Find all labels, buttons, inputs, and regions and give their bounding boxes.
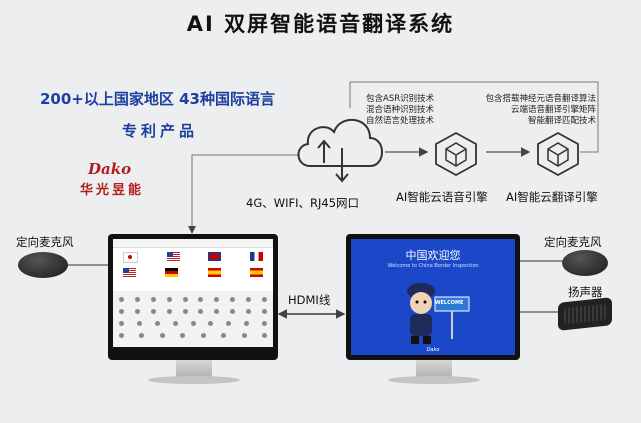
greeting-text: 中国欢迎您 xyxy=(405,249,461,262)
right-mic-label: 定向麦克风 xyxy=(544,235,602,249)
patent-label: 专利产品 xyxy=(122,122,199,140)
right-monitor-screen: 中国欢迎您 Welcome to China Border Inspection… xyxy=(351,239,515,355)
voice-feature: 混合语种识别技术 xyxy=(366,105,435,115)
left-monitor-base xyxy=(148,376,240,384)
brand-name: 华光昱能 xyxy=(80,183,145,198)
left-mic-device xyxy=(18,252,68,278)
translate-engine-cube-icon xyxy=(537,131,579,176)
voice-engine-label: AI智能云语音引擎 xyxy=(396,190,488,204)
speaker-label: 扬声器 xyxy=(568,285,603,299)
left-monitor-neck xyxy=(176,360,212,378)
translate-feature: 包含搭载神经元语音翻译算法 xyxy=(485,94,596,104)
right-monitor-neck xyxy=(416,360,452,378)
france-flag-icon xyxy=(249,252,263,261)
page-title: AI 双屏智能语音翻译系统 xyxy=(186,12,455,36)
translate-engine-label: AI智能云翻译引擎 xyxy=(506,190,598,204)
screen-logo: Dako xyxy=(426,347,440,353)
keyboard xyxy=(113,291,273,347)
spain-flag-icon xyxy=(207,268,221,277)
voice-engine-cube-icon xyxy=(435,131,477,176)
voice-feature: 自然语言处理技术 xyxy=(366,116,435,126)
cloud-caption: 4G、WIFI、RJ45网口 xyxy=(246,196,360,210)
officer-mascot-icon xyxy=(407,283,470,344)
cloud-icon xyxy=(297,118,383,183)
voice-engine-features: 包含ASR识别技术 混合语种识别技术 自然语言处理技术 xyxy=(366,94,434,127)
welcome-sign-text: WELCOME xyxy=(435,300,464,306)
japan-flag-icon xyxy=(123,252,138,263)
right-mic-device xyxy=(562,250,608,276)
translate-engine-features: 包含搭载神经元语音翻译算法 云端语音翻译引擎矩阵 智能翻译匹配技术 xyxy=(476,94,596,127)
welcome-subtitle: Welcome to China Border Inspection xyxy=(387,263,479,269)
usa-flag-icon xyxy=(166,252,180,261)
hdmi-label: HDMI线 xyxy=(288,293,331,307)
germany-flag-icon xyxy=(165,268,179,277)
cloud-to-monitor-arrow xyxy=(188,154,300,234)
flag-grid xyxy=(123,252,263,277)
spain-flag-icon xyxy=(249,268,263,277)
right-monitor: 中国欢迎您 Welcome to China Border Inspection… xyxy=(346,234,520,360)
left-monitor xyxy=(108,234,278,360)
brand-logo: Dako xyxy=(88,160,132,178)
right-monitor-base xyxy=(388,376,480,384)
left-mic-label: 定向麦克风 xyxy=(16,235,74,249)
usa-flag-icon xyxy=(123,268,136,277)
uk-flag-icon xyxy=(208,252,222,261)
translate-feature: 智能翻译匹配技术 xyxy=(527,116,596,126)
left-monitor-screen xyxy=(113,239,273,355)
headline: 200+以上国家地区 43种国际语言 xyxy=(40,90,275,108)
speaker-device xyxy=(558,297,612,331)
voice-feature: 包含ASR识别技术 xyxy=(366,94,435,104)
translate-feature: 云端语音翻译引擎矩阵 xyxy=(510,105,596,115)
